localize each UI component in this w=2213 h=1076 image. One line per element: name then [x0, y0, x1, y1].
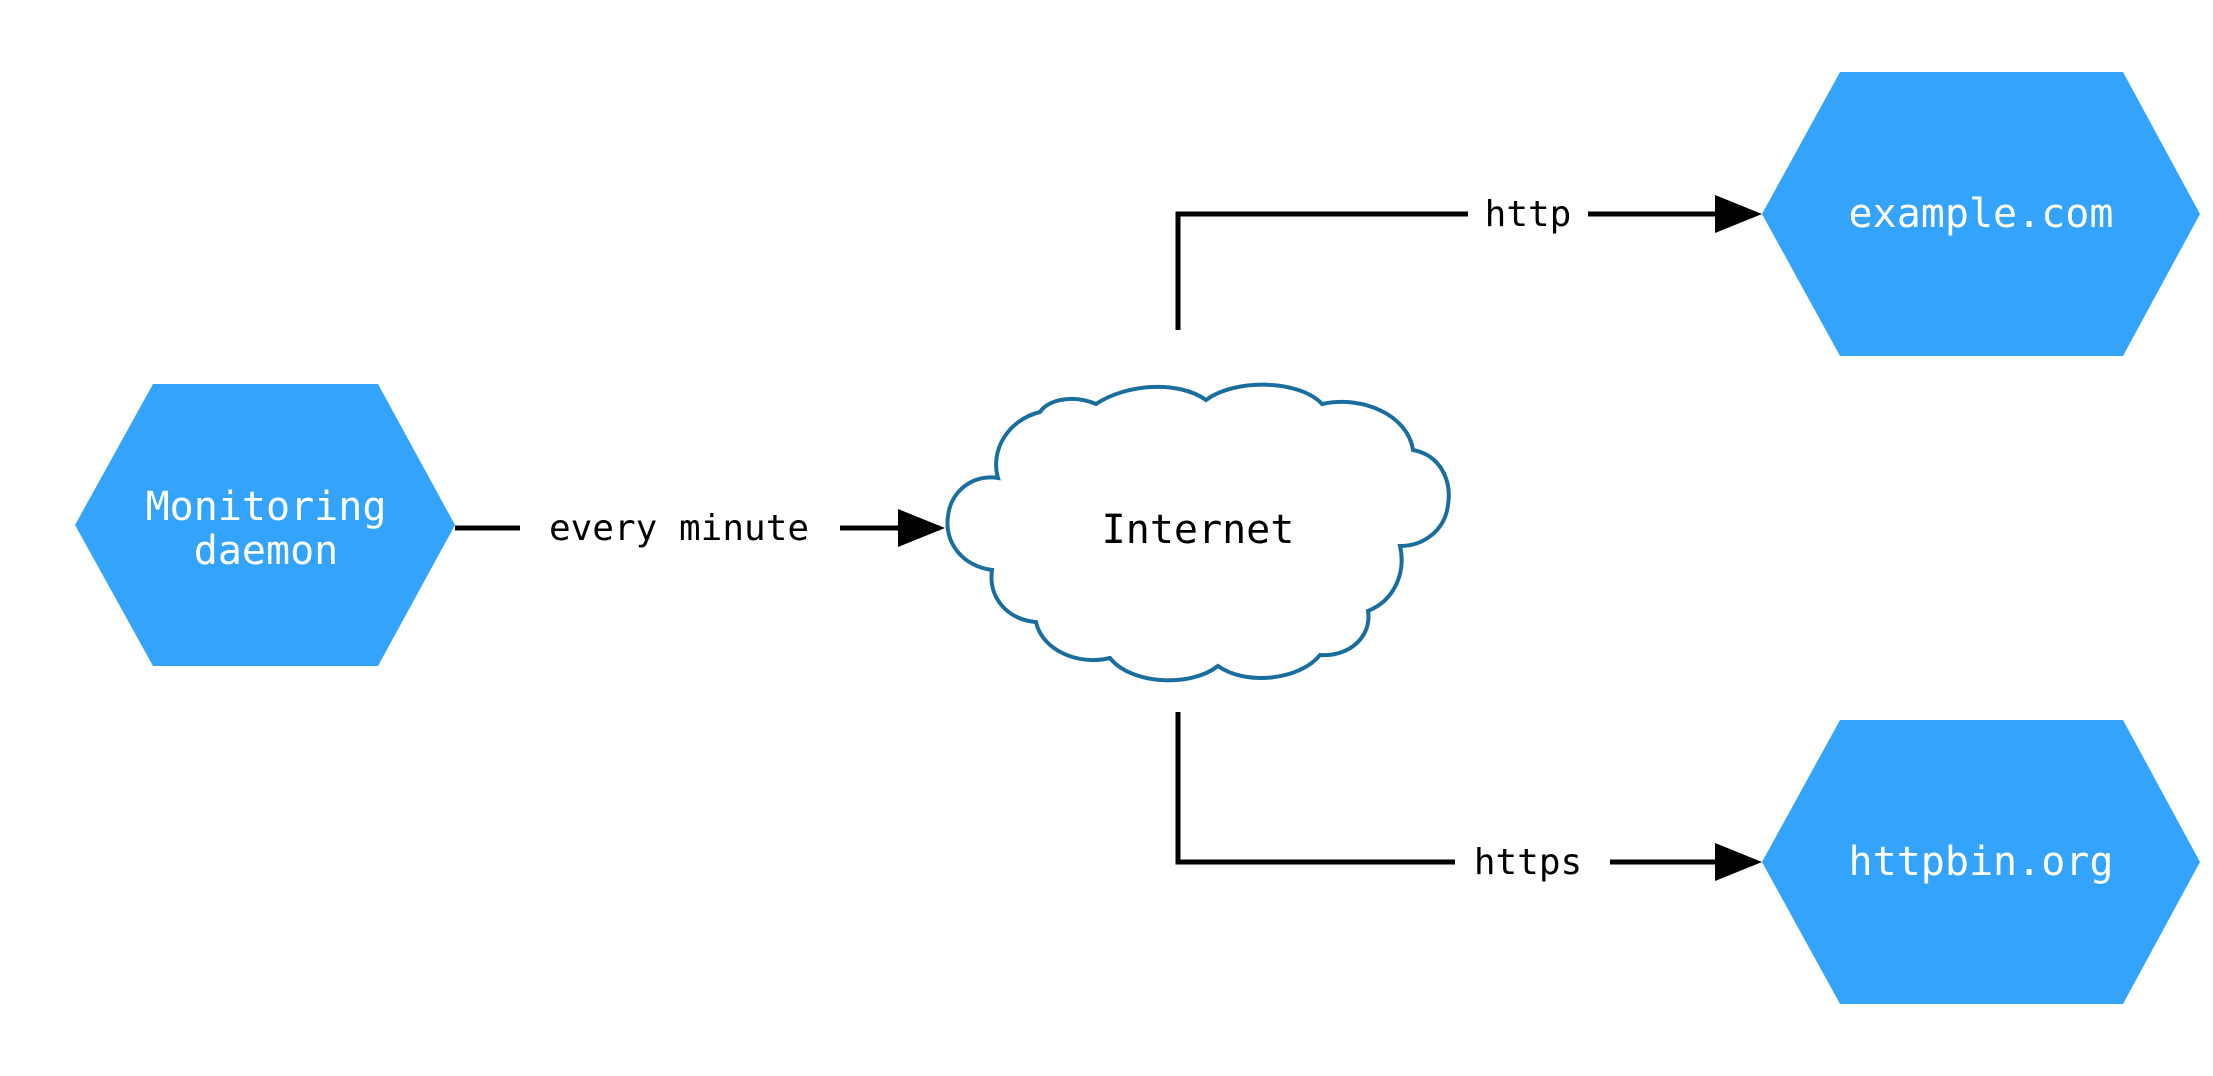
arrowhead-example-com: [1715, 195, 1762, 233]
node-monitoring-daemon[interactable]: Monitoring daemon: [75, 384, 455, 666]
node-example-com[interactable]: example.com: [1762, 72, 2200, 356]
node-label-monitoring-daemon-line2: daemon: [194, 528, 339, 574]
edge-label-https: https: [1474, 842, 1582, 883]
node-label-internet: Internet: [1102, 507, 1295, 553]
arrowhead-httpbin-org: [1715, 843, 1762, 881]
edge-internet-to-httpbin: https: [1175, 712, 1762, 890]
edge-label-every-minute: every minute: [549, 508, 809, 549]
hexagon-monitoring-daemon[interactable]: [75, 384, 455, 666]
edge-daemon-to-internet: every minute: [455, 500, 945, 556]
node-internet[interactable]: Internet: [945, 382, 1451, 683]
node-label-httpbin-org: httpbin.org: [1849, 839, 2114, 885]
edge-label-mask-every-minute: [520, 500, 840, 556]
edge-label-mask-https: [1455, 834, 1610, 890]
edge-label-http: http: [1485, 194, 1572, 235]
edge-internet-to-example: http: [1175, 186, 1762, 330]
hexagon-example-com[interactable]: [1762, 72, 2200, 356]
arrowhead-internet: [898, 509, 945, 547]
node-httpbin-org[interactable]: httpbin.org: [1762, 720, 2200, 1004]
node-label-example-com: example.com: [1849, 191, 2114, 237]
hexagon-httpbin-org[interactable]: [1762, 720, 2200, 1004]
edge-line-http: [1175, 211, 1745, 330]
cloud-shape-internet[interactable]: [945, 382, 1451, 683]
edge-label-mask-http: [1468, 186, 1588, 242]
node-label-monitoring-daemon-line1: Monitoring: [146, 484, 387, 530]
